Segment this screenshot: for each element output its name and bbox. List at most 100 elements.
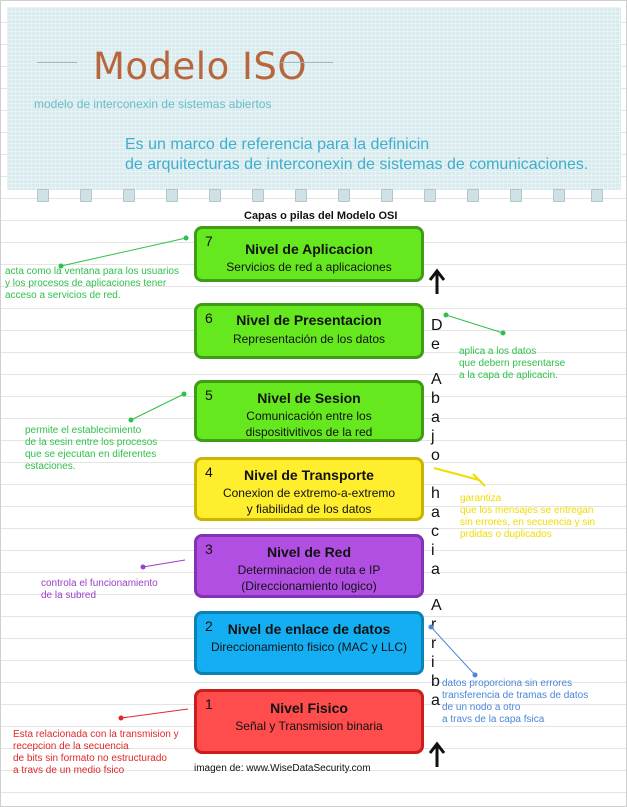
note-line: que los mensajes se entregan bbox=[460, 505, 594, 516]
layer-enlace: 2 Nivel de enlace de datos Direccionamie… bbox=[194, 611, 424, 675]
layer-description: Representación de los datos bbox=[232, 332, 386, 346]
note-line: a travs de un medio fsico bbox=[13, 765, 125, 776]
layer-description: Servicios de red a aplicaciones bbox=[226, 260, 392, 274]
layer-description: Señal y Transmision binaria bbox=[235, 719, 383, 733]
vertical-letter: a bbox=[431, 409, 440, 426]
note-line: que debern presentarse bbox=[459, 358, 566, 369]
note-line: de la subred bbox=[41, 590, 97, 601]
binding-ring bbox=[553, 189, 565, 202]
note-line: garantiza bbox=[460, 493, 502, 504]
layer-number: 2 bbox=[205, 618, 213, 634]
note-line: datos proporciona sin errores bbox=[442, 678, 573, 689]
leader-line-aplicacion bbox=[58, 235, 189, 269]
layer-fisico: 1 Nivel Fisico Señal y Transmision binar… bbox=[194, 689, 424, 754]
layer-description: (Direccionamiento logico) bbox=[241, 579, 377, 593]
binding-ring bbox=[37, 189, 49, 202]
note-line: que se ejecutan en diferentes bbox=[25, 449, 157, 460]
note-line: de la sesin entre los procesos bbox=[25, 437, 158, 448]
note-transporte: garantiza que los mensajes se entregan s… bbox=[460, 493, 595, 541]
binding-ring bbox=[591, 189, 603, 202]
vertical-letter: a bbox=[431, 504, 440, 521]
leader-line-red bbox=[140, 559, 186, 570]
vertical-letter: i bbox=[431, 654, 435, 671]
binding-ring bbox=[252, 189, 264, 202]
vertical-letter: A bbox=[431, 597, 442, 614]
header-panel: Modelo ISO modelo de interconexin de sis… bbox=[7, 7, 621, 190]
layer-description: Direccionamiento fisico (MAC y LLC) bbox=[210, 640, 408, 654]
layer-number: 3 bbox=[205, 541, 213, 557]
vertical-letter: e bbox=[431, 336, 440, 353]
up-arrow-icon bbox=[428, 741, 446, 767]
layer-description: Comunicación entre los bbox=[246, 409, 372, 423]
title-rule-left bbox=[37, 62, 77, 63]
binding-ring bbox=[467, 189, 479, 202]
layer-number: 1 bbox=[205, 696, 213, 712]
layer-name: Nivel Fisico bbox=[270, 700, 348, 716]
binding-ring bbox=[295, 189, 307, 202]
definition-line: Es un marco de referencia para la defini… bbox=[125, 136, 430, 153]
up-arrow-icon bbox=[428, 268, 446, 294]
vertical-letter: b bbox=[431, 390, 440, 407]
layer-number: 7 bbox=[205, 233, 213, 249]
title-rule-right bbox=[281, 62, 333, 63]
vertical-letter: h bbox=[431, 485, 440, 502]
leader-line-fisico bbox=[118, 708, 189, 721]
binding-rings bbox=[37, 189, 603, 202]
definition-line: de arquitecturas de interconexin de sist… bbox=[125, 156, 589, 173]
note-line: sin errores, en secuencia y sin bbox=[460, 517, 596, 528]
leader-line-enlace bbox=[428, 624, 478, 678]
binding-ring bbox=[80, 189, 92, 202]
image-credit: imagen de: www.WiseDataSecurity.com bbox=[194, 763, 371, 774]
note-line: permite el establecimiento bbox=[25, 425, 142, 436]
note-line: aplica a los datos bbox=[459, 346, 537, 357]
vertical-letter: o bbox=[431, 447, 440, 464]
note-sesion: permite el establecimiento de la sesin e… bbox=[25, 425, 157, 473]
note-presentacion: aplica a los datos que debern presentars… bbox=[459, 346, 565, 382]
vertical-letter: a bbox=[431, 692, 440, 709]
note-line: estaciones. bbox=[25, 461, 76, 472]
layer-description: Conexion de extremo-a-extremo bbox=[222, 486, 396, 500]
layer-number: 5 bbox=[205, 387, 213, 403]
vertical-letter: j bbox=[431, 428, 435, 445]
layer-name: Nivel de Transporte bbox=[244, 467, 374, 483]
layer-number: 6 bbox=[205, 310, 213, 326]
definition-text: Es un marco de referencia para la defini… bbox=[125, 135, 588, 175]
vertical-letter: i bbox=[431, 542, 435, 559]
note-line: acta como la ventana para los usuarios bbox=[5, 266, 179, 277]
note-line: y los procesos de aplicaciones tener bbox=[5, 278, 167, 289]
binding-ring bbox=[166, 189, 178, 202]
binding-ring bbox=[424, 189, 436, 202]
layer-name: Nivel de Presentacion bbox=[236, 312, 382, 328]
vertical-letter: A bbox=[431, 371, 442, 388]
binding-ring bbox=[123, 189, 135, 202]
layer-aplicacion: 7 Nivel de Aplicacion Servicios de red a… bbox=[194, 226, 424, 282]
note-line: a la capa de aplicacin. bbox=[459, 370, 558, 381]
layer-sesion: 5 Nivel de Sesion Comunicación entre los… bbox=[194, 380, 424, 442]
note-aplicacion: acta como la ventana para los usuarios y… bbox=[5, 266, 179, 302]
page-title: Modelo ISO bbox=[93, 45, 308, 88]
vertical-letter: r bbox=[431, 635, 437, 652]
binding-ring bbox=[510, 189, 522, 202]
note-line: transferencia de tramas de datos bbox=[442, 690, 589, 701]
vertical-letter: a bbox=[431, 561, 440, 578]
note-line: a travs de la capa fsica bbox=[442, 714, 545, 725]
layer-transporte: 4 Nivel de Transporte Conexion de extrem… bbox=[194, 457, 424, 521]
note-line: controla el funcionamiento bbox=[41, 578, 158, 589]
vertical-letter: c bbox=[431, 523, 439, 540]
binding-ring bbox=[338, 189, 350, 202]
leader-line-sesion bbox=[128, 391, 187, 423]
layer-number: 4 bbox=[205, 464, 213, 480]
note-line: de bits sin formato no estructurado bbox=[13, 753, 167, 764]
layer-presentacion: 6 Nivel de Presentacion Representación d… bbox=[194, 303, 424, 359]
layer-description: y fiabilidad de los datos bbox=[246, 502, 372, 516]
vertical-letter: r bbox=[431, 616, 437, 633]
note-red: controla el funcionamiento de la subred bbox=[41, 578, 158, 602]
leader-line-transporte bbox=[433, 467, 486, 487]
leader-line-presentacion bbox=[443, 312, 506, 336]
note-line: de un nodo a otro bbox=[442, 702, 521, 713]
layer-name: Nivel de Sesion bbox=[257, 390, 361, 406]
note-fisico: Esta relacionada con la transmision y re… bbox=[13, 729, 179, 777]
note-line: prdidas o duplicados bbox=[460, 529, 552, 540]
